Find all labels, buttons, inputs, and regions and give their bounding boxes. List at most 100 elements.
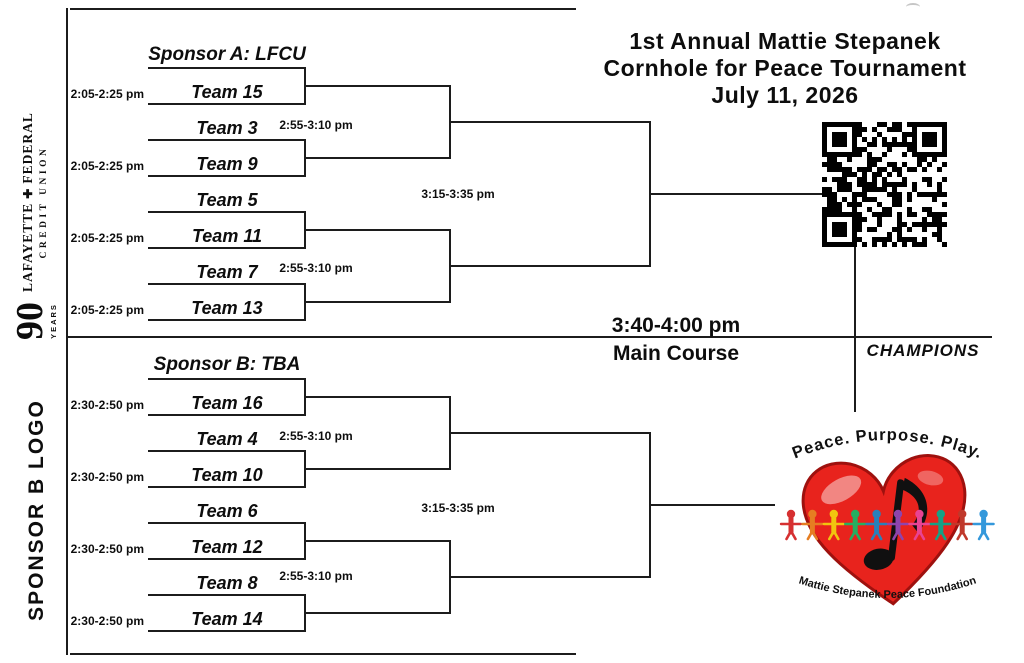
lfcu-name-part2: FEDERAL xyxy=(19,112,35,184)
team-slot-label: Team 13 xyxy=(191,298,263,318)
sponsor-a-header: Sponsor A: LFCU xyxy=(148,44,306,65)
heart-icon xyxy=(801,454,967,606)
qr-code xyxy=(822,122,947,247)
bracket-line xyxy=(148,378,306,380)
bracket-connector xyxy=(304,67,306,105)
lfcu-credit-union: CREDIT UNION xyxy=(38,145,49,259)
bracket-connector xyxy=(304,522,306,560)
bracket-line xyxy=(148,103,306,105)
bracket-line xyxy=(649,193,856,195)
bracket-line xyxy=(148,319,306,321)
bracket-line xyxy=(148,139,306,141)
bracket-line xyxy=(449,432,651,434)
bracket-line xyxy=(148,594,306,596)
title-line-1: 1st Annual Mattie Stepanek xyxy=(629,28,941,54)
lfcu-sponsor-logo: 90 YEARS LAFAYETTE ✚ FEDERAL CREDIT UNION xyxy=(6,104,62,340)
bracket-connector xyxy=(304,450,306,488)
round3-time: 3:15-3:35 pm xyxy=(421,187,495,201)
round1-time: 2:30-2:50 pm xyxy=(70,398,144,412)
round1-time: 2:05-2:25 pm xyxy=(70,303,144,317)
team-slot-label: Team 11 xyxy=(191,226,263,246)
bracket-connector xyxy=(304,139,306,177)
bracket-line xyxy=(304,612,451,614)
bracket-line xyxy=(148,175,306,177)
round3-time: 3:15-3:35 pm xyxy=(421,501,495,515)
final-match-time: 3:40-4:00 pm xyxy=(611,314,741,337)
bracket-line xyxy=(148,486,306,488)
round2-time: 2:55-3:10 pm xyxy=(279,569,353,583)
child-figure xyxy=(865,509,888,541)
frame-left xyxy=(66,8,68,655)
bracket-line xyxy=(304,301,451,303)
bracket-connector xyxy=(304,378,306,416)
cross-icon: ✚ xyxy=(20,187,35,199)
lfcu-name-row: LAFAYETTE ✚ FEDERAL xyxy=(20,112,36,292)
final-connector xyxy=(854,193,856,506)
team-slot-label: Team 9 xyxy=(196,154,258,174)
page-title: 1st Annual Mattie Stepanek Cornhole for … xyxy=(560,28,1010,109)
bracket-line xyxy=(148,247,306,249)
round1-time: 2:30-2:50 pm xyxy=(70,614,144,628)
team-slot-label: Team 12 xyxy=(191,537,263,557)
child-figure xyxy=(929,509,953,541)
scan-artifact xyxy=(906,3,920,11)
bracket-line xyxy=(449,576,651,578)
child-figure xyxy=(908,509,931,541)
round2-time: 2:55-3:10 pm xyxy=(279,118,353,132)
bracket-line xyxy=(449,121,651,123)
bracket-line xyxy=(148,630,306,632)
sponsor-b-header: Sponsor B: TBA xyxy=(153,354,301,375)
team-slot-label: Team 8 xyxy=(196,573,258,593)
svg-text:Peace. Purpose. Play.: Peace. Purpose. Play. xyxy=(790,426,986,463)
round1-time: 2:05-2:25 pm xyxy=(70,159,144,173)
frame-top xyxy=(70,8,576,10)
lfcu-name-part1: LAFAYETTE xyxy=(19,202,35,292)
bracket-line xyxy=(148,558,306,560)
frame-bottom xyxy=(70,653,576,655)
champion-line xyxy=(854,336,992,338)
peace-foundation-logo: Peace. Purpose. Play. Mattie Stepanek Pe… xyxy=(775,412,1000,627)
bracket-connector xyxy=(649,121,651,267)
sponsor-b-logo-placeholder: SPONSOR B LOGO xyxy=(25,399,48,621)
bracket-connector xyxy=(449,229,451,303)
bracket-connector xyxy=(449,540,451,614)
bracket-line xyxy=(148,450,306,452)
team-slot-label: Team 15 xyxy=(191,82,263,102)
lfcu-years-label: YEARS xyxy=(48,303,58,339)
team-slot-label: Team 16 xyxy=(191,393,263,413)
round2-time: 2:55-3:10 pm xyxy=(279,429,353,443)
bracket-line xyxy=(449,265,651,267)
lfcu-90-years-mark: 90 YEARS xyxy=(8,302,58,340)
divider-line xyxy=(66,336,854,338)
bracket-line xyxy=(148,211,306,213)
lfcu-90-number: 90 xyxy=(8,302,51,340)
bracket-line xyxy=(304,468,451,470)
bracket-connector xyxy=(304,594,306,632)
bracket-line xyxy=(649,504,856,506)
round1-time: 2:05-2:25 pm xyxy=(70,231,144,245)
team-slot-label: Team 5 xyxy=(196,190,258,210)
child-figure xyxy=(779,509,803,541)
child-figure xyxy=(972,509,995,541)
team-slot-label: Team 4 xyxy=(196,429,258,449)
bracket-line xyxy=(304,540,451,542)
bracket-line xyxy=(148,522,306,524)
round1-time: 2:30-2:50 pm xyxy=(70,470,144,484)
bracket-line xyxy=(304,85,451,87)
champions-label: CHAMPIONS xyxy=(866,341,980,360)
child-figure xyxy=(886,509,910,541)
child-figure xyxy=(950,509,974,541)
final-match-block: 3:40-4:00 pm Main Course xyxy=(578,312,774,368)
team-slot-label: Team 6 xyxy=(196,501,258,521)
bracket-line xyxy=(148,67,306,69)
round1-time: 2:05-2:25 pm xyxy=(70,87,144,101)
bracket-line xyxy=(148,414,306,416)
peace-arc-text: Peace. Purpose. Play. xyxy=(790,426,985,463)
title-line-3: July 11, 2026 xyxy=(711,82,859,108)
bracket-line xyxy=(304,157,451,159)
bracket-connector xyxy=(304,283,306,321)
team-slot-label: Team 10 xyxy=(191,465,263,485)
bracket-connector xyxy=(449,85,451,159)
bracket-connector xyxy=(304,211,306,249)
